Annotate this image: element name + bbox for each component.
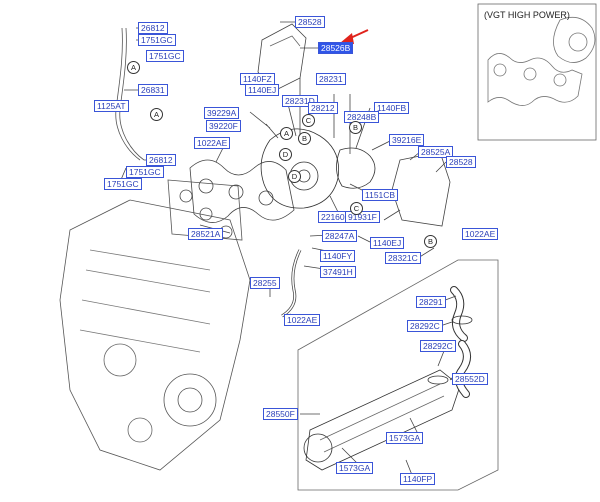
part-label[interactable]: 28248B	[344, 111, 380, 123]
part-label[interactable]: 39220F	[206, 120, 241, 132]
oil-feed-pipe	[281, 249, 302, 318]
part-label[interactable]: 1022AE	[284, 314, 321, 326]
exhaust-manifold	[189, 159, 295, 223]
heat-shield-turbo	[391, 151, 451, 227]
engine-block	[59, 199, 251, 471]
part-label[interactable]: 28550F	[263, 408, 298, 420]
part-label[interactable]: 28255	[250, 277, 280, 289]
part-label[interactable]: 28247A	[322, 230, 358, 242]
part-label[interactable]: 37491H	[320, 266, 356, 278]
section-callout: C	[302, 114, 315, 127]
part-label[interactable]: 28528	[446, 156, 476, 168]
part-label[interactable]: 1573GA	[336, 462, 374, 474]
section-callout: D	[288, 170, 301, 183]
part-label[interactable]: 91931F	[345, 211, 380, 223]
part-label[interactable]: 28231	[316, 73, 346, 85]
part-label[interactable]: 28212	[308, 102, 338, 114]
part-label[interactable]: 1140FB	[374, 102, 410, 114]
part-label[interactable]: 28292C	[420, 340, 456, 352]
part-label[interactable]: 28528	[295, 16, 325, 28]
egr-group-frame	[297, 259, 499, 491]
section-callout: C	[350, 202, 363, 215]
part-label[interactable]: 28525A	[418, 146, 454, 158]
part-label[interactable]: 1751GC	[104, 178, 142, 190]
part-label[interactable]: 1751GC	[138, 34, 176, 46]
inset-frame	[477, 3, 597, 141]
manifold-gasket	[167, 179, 243, 241]
section-callout: D	[279, 148, 292, 161]
part-label[interactable]: 26812	[138, 22, 168, 34]
section-callout: A	[127, 61, 140, 74]
part-label[interactable]: 26831	[138, 84, 168, 96]
red-pointer-arrow	[340, 29, 369, 44]
part-label[interactable]: 39216E	[389, 134, 425, 146]
part-label[interactable]: 39229A	[204, 107, 240, 119]
section-callout: A	[280, 127, 293, 140]
part-label[interactable]: 1573GA	[386, 432, 424, 444]
part-label[interactable]: 28321C	[385, 252, 421, 264]
part-label[interactable]: 1140FY	[320, 250, 356, 262]
part-label[interactable]: 28552D	[452, 373, 488, 385]
part-label[interactable]: 26812	[146, 154, 176, 166]
part-label[interactable]: 1140EJ	[245, 84, 280, 96]
part-label[interactable]: 28291	[416, 296, 446, 308]
egr-cooler	[305, 369, 461, 471]
part-label[interactable]: 28292C	[407, 320, 443, 332]
vgt-actuator	[336, 147, 376, 189]
part-label[interactable]: 1125AT	[94, 100, 129, 112]
part-label[interactable]: 1151CB	[362, 189, 399, 201]
part-label[interactable]: 22160	[318, 211, 348, 223]
part-label[interactable]: 1140EJ	[370, 237, 405, 249]
turbocharger	[260, 128, 339, 209]
part-label[interactable]: 28521A	[188, 228, 224, 240]
section-callout: B	[298, 132, 311, 145]
section-callout: B	[424, 235, 437, 248]
part-label[interactable]: 1751GC	[126, 166, 164, 178]
inset-title: (VGT HIGH POWER)	[484, 10, 570, 20]
part-label[interactable]: 1022AE	[194, 137, 231, 149]
section-callout: A	[150, 108, 163, 121]
part-label[interactable]: 1140FP	[400, 473, 436, 485]
section-callout: B	[349, 121, 362, 134]
part-label[interactable]: 28526B	[318, 42, 354, 54]
part-label[interactable]: 1751GC	[146, 50, 184, 62]
part-label[interactable]: 1022AE	[462, 228, 499, 240]
